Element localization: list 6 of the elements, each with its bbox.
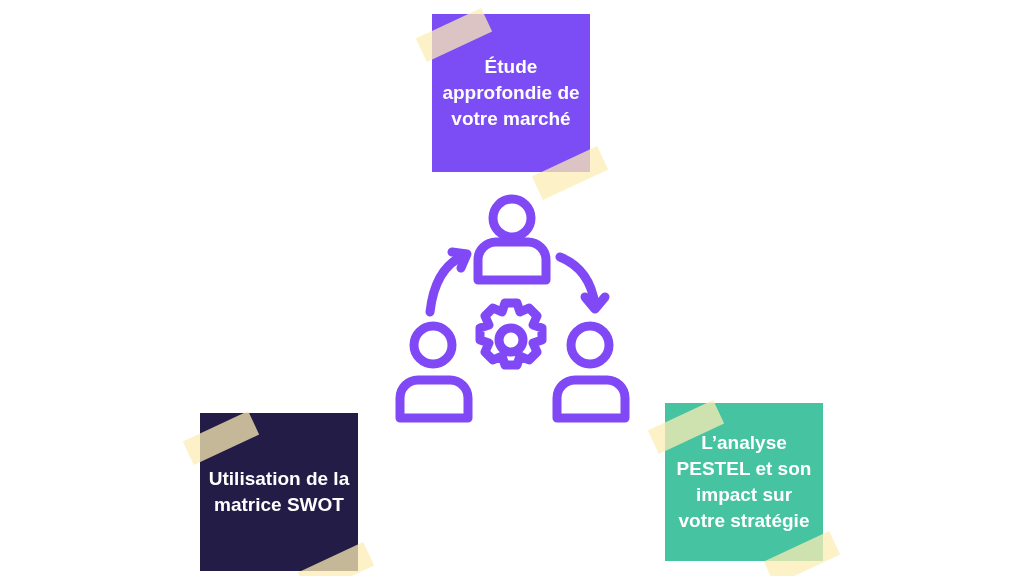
topic-card <box>200 413 358 571</box>
card-text: L’analyse PESTEL et son impact sur votre stratégie <box>675 431 813 533</box>
card-text: Utilisation de la matrice SWOT <box>207 467 351 517</box>
topic-card <box>432 14 590 172</box>
topic-card <box>665 403 823 561</box>
card-text: Étude approfondie de votre marché <box>441 55 581 131</box>
